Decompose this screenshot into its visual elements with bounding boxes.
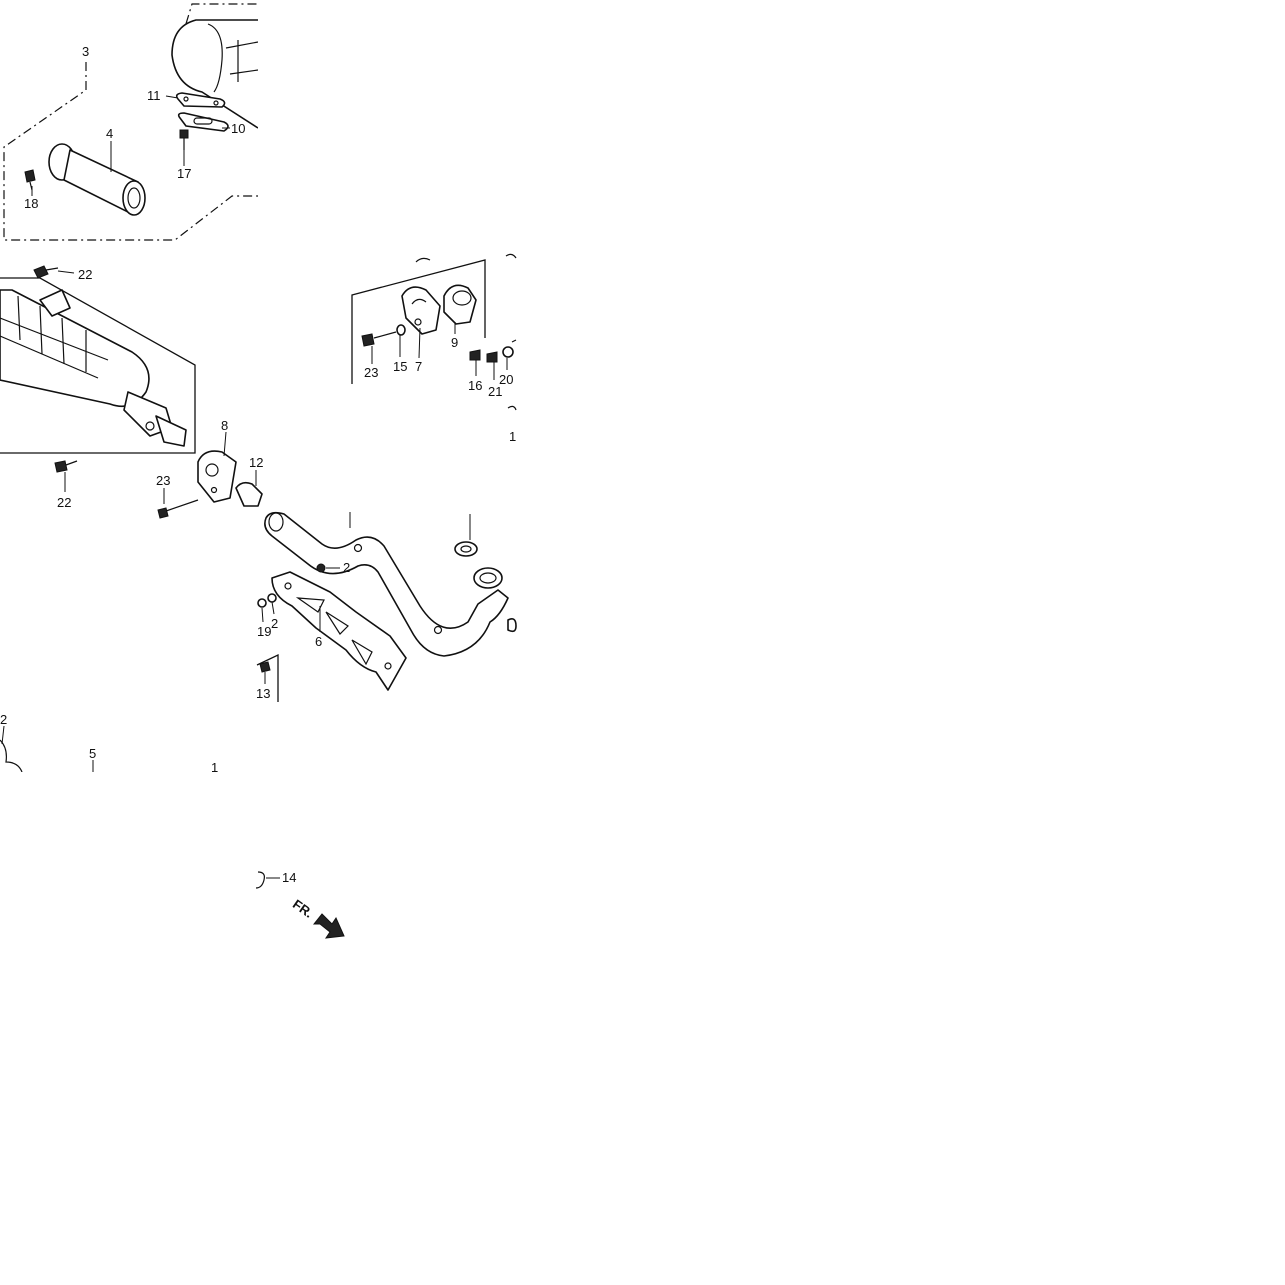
callout-22-upper: 22 [78, 267, 92, 282]
leader-lines [31, 95, 508, 879]
muffler-body [0, 289, 187, 447]
lower-left-partial [0, 725, 23, 773]
callout-23-upper: 23 [364, 365, 378, 380]
gasket-11 [175, 92, 226, 108]
direction-label: FR. [290, 896, 316, 920]
crop-mask-top-right [258, 0, 1285, 250]
callout-3: 3 [82, 44, 89, 59]
callout-22-lower: 22 [57, 495, 71, 510]
callout-16: 16 [468, 378, 482, 393]
gasket-12 [235, 481, 263, 507]
front-direction-arrow [312, 913, 345, 939]
callout-1-bottom: 1 [211, 760, 218, 775]
exhaust-pipe [264, 511, 509, 657]
nut-2-upper [316, 563, 326, 573]
screw-18 [24, 169, 36, 191]
nut-2-lower [267, 593, 277, 603]
callout-14: 14 [282, 870, 296, 885]
callout-12: 12 [249, 455, 263, 470]
callout-5: 5 [89, 746, 96, 761]
gasket-10 [177, 112, 229, 132]
crop-mask-right [517, 250, 1285, 1285]
callout-1-right: 1 [509, 429, 516, 444]
bolt-23-lower [157, 499, 199, 519]
crop-mask-mid-gap [256, 705, 517, 865]
washer-20 [502, 346, 514, 358]
bolt-23-upper [361, 331, 397, 347]
clamp-assembly-frame [351, 253, 517, 384]
bolt-14 [255, 871, 265, 889]
callout-23-lower: 23 [156, 473, 170, 488]
callout-15: 15 [393, 359, 407, 374]
bolt-17 [179, 129, 189, 150]
gasket-top-right [454, 541, 478, 557]
callout-20: 20 [499, 372, 513, 387]
callout-8: 8 [221, 418, 228, 433]
callout-labels: 3 11 10 4 17 18 22 22 8 12 23 23 15 7 9 … [0, 44, 516, 921]
washer-19 [257, 598, 267, 608]
heat-shield-6 [271, 571, 407, 691]
muffler-frame [0, 277, 196, 454]
bolt-16 [469, 349, 481, 361]
callout-6: 6 [315, 634, 322, 649]
callout-19: 19 [257, 624, 271, 639]
bolt-22-lower [54, 460, 78, 473]
callout-4: 4 [106, 126, 113, 141]
callout-11: 11 [147, 88, 161, 103]
right-edge-fitting [507, 618, 517, 633]
callout-7: 7 [415, 359, 422, 374]
callout-2-upper: 2 [343, 560, 350, 575]
callout-13: 13 [256, 686, 270, 701]
callout-2-lower: 2 [271, 616, 278, 631]
callout-2-left: 2 [0, 712, 7, 727]
clamp-band-9 [443, 284, 477, 325]
washer-15 [396, 324, 406, 336]
callout-9: 9 [451, 335, 458, 350]
bolt-21 [486, 351, 498, 363]
bolt-13-frame [256, 653, 279, 702]
muffler-tail-section [171, 19, 259, 129]
callout-10: 10 [231, 121, 245, 136]
callout-18: 18 [24, 196, 38, 211]
tail-pipe-4 [48, 143, 146, 216]
part-1-right-edge [507, 339, 517, 411]
bolt-22-upper [33, 265, 59, 279]
clamp-7 [401, 286, 441, 335]
callout-21: 21 [488, 384, 502, 399]
crop-mask-bottom-left [0, 772, 256, 1285]
callout-17: 17 [177, 166, 191, 181]
clamp-8 [197, 450, 237, 503]
